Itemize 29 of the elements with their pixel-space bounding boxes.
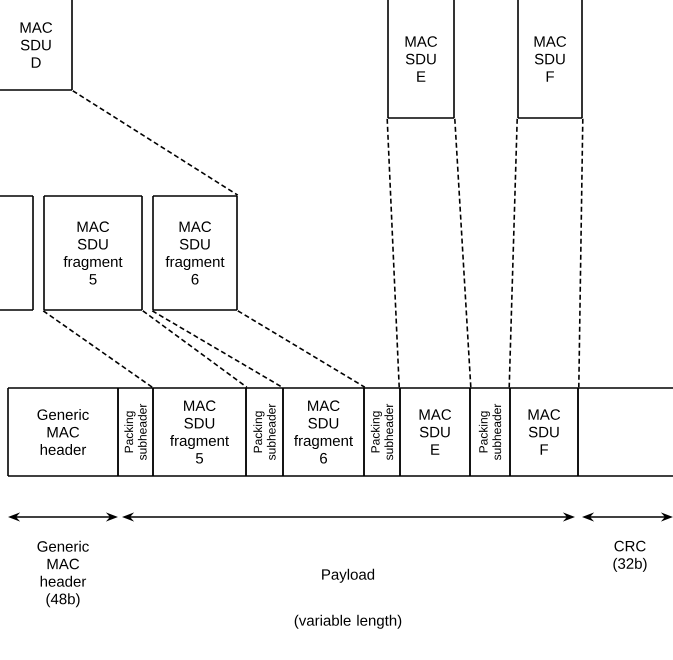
dashed-line — [142, 310, 248, 388]
subheader-box: Packing subheader — [117, 387, 154, 477]
dashed-line — [237, 310, 366, 388]
subheader-box: Packing subheader — [469, 387, 511, 477]
dashed-line — [508, 118, 518, 388]
subheader-box: Packing subheader — [363, 387, 401, 477]
dashed-line — [42, 310, 153, 388]
dimension-label: CRC (32b) — [613, 540, 647, 572]
data-box: MAC SDU E — [387, 0, 455, 119]
data-box: MAC SDU E — [399, 387, 471, 477]
data-box: MAC SDU fragment 5 — [43, 195, 143, 311]
data-box: MAC SDU fragment 5 — [152, 387, 247, 477]
dimension-label: (variable length) — [294, 614, 402, 629]
data-box: MAC SDU D — [0, 0, 73, 91]
data-box: MAC SDU fragment 6 — [282, 387, 365, 477]
dashed-line — [152, 310, 283, 388]
empty-box — [577, 387, 673, 477]
dashed-line — [454, 118, 472, 388]
empty-box — [0, 195, 34, 311]
dashed-line — [386, 118, 400, 388]
dimension-label: Payload — [322, 568, 374, 583]
data-box: MAC SDU F — [509, 387, 579, 477]
dimension-label: Generic MAC header (48b) — [38, 540, 89, 608]
dashed-line — [72, 90, 238, 196]
data-box: MAC SDU F — [517, 0, 583, 119]
data-box: Generic MAC header — [7, 387, 119, 477]
dashed-line — [578, 118, 584, 388]
data-box: MAC SDU fragment 6 — [152, 195, 238, 311]
subheader-box: Packing subheader — [245, 387, 284, 477]
